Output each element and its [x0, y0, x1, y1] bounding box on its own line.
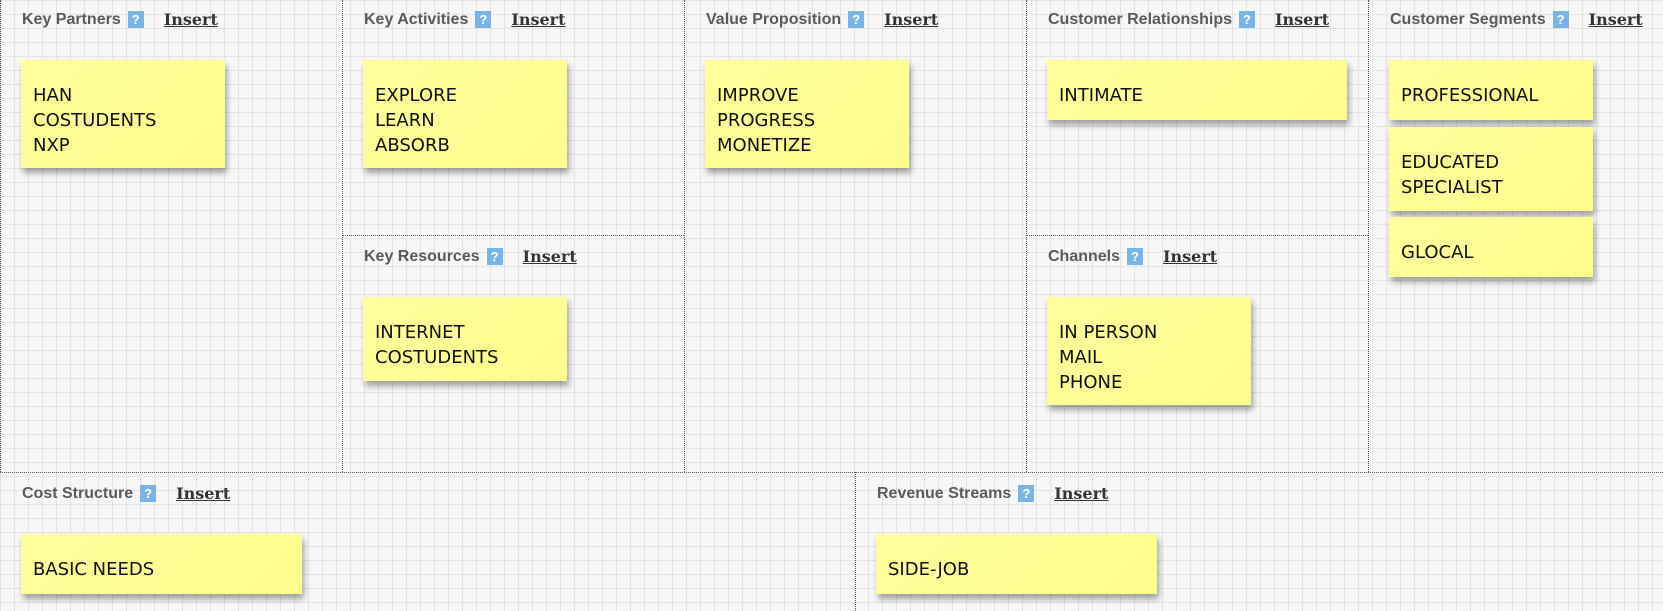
note-line: PROFESSIONAL [1401, 85, 1539, 106]
note-line: GLOCAL [1401, 242, 1474, 263]
note-line: INTERNET [375, 322, 465, 343]
sticky-note[interactable]: EXPLORE LEARN ABSORB [363, 60, 567, 168]
insert-link[interactable]: Insert [1275, 10, 1330, 29]
note-line: MAIL [1059, 347, 1103, 368]
sticky-note[interactable]: INTIMATE [1047, 60, 1347, 120]
note-line: EXPLORE [375, 85, 457, 106]
value-proposition-section: Value Proposition ? Insert IMPROVE PROGR… [684, 0, 1026, 472]
divider [855, 472, 856, 611]
divider [684, 0, 685, 472]
section-header: Value Proposition ? Insert [706, 10, 938, 29]
key-partners-section: Key Partners ? Insert HAN COSTUDENTS NXP [0, 0, 342, 472]
insert-link[interactable]: Insert [884, 10, 939, 29]
insert-link[interactable]: Insert [1588, 10, 1643, 29]
divider [342, 0, 343, 472]
note-line: ABSORB [375, 135, 450, 156]
divider [0, 0, 1, 472]
help-icon[interactable]: ? [1127, 248, 1144, 265]
section-title: Key Activities [364, 10, 469, 28]
customer-relationships-section: Customer Relationships ? Insert INTIMATE [1026, 0, 1368, 235]
insert-link[interactable]: Insert [1054, 484, 1109, 503]
help-icon[interactable]: ? [140, 485, 157, 502]
note-line: EDUCATED [1401, 152, 1500, 173]
note-line: NXP [33, 135, 70, 156]
section-header: Revenue Streams ? Insert [877, 484, 1108, 503]
note-line: COSTUDENTS [33, 110, 157, 131]
divider [1368, 0, 1369, 472]
section-header: Cost Structure ? Insert [22, 484, 230, 503]
help-icon[interactable]: ? [486, 248, 503, 265]
section-header: Customer Segments ? Insert [1390, 10, 1643, 29]
help-icon[interactable]: ? [1239, 11, 1256, 28]
sticky-note[interactable]: GLOCAL [1389, 217, 1593, 277]
section-title: Customer Relationships [1048, 10, 1233, 28]
key-activities-section: Key Activities ? Insert EXPLORE LEARN AB… [342, 0, 684, 235]
section-header: Key Activities ? Insert [364, 10, 565, 29]
sticky-note[interactable]: INTERNET COSTUDENTS [363, 297, 567, 381]
section-title: Channels [1048, 247, 1121, 265]
section-title: Key Resources [364, 247, 480, 265]
section-title: Key Partners [22, 10, 121, 28]
section-header: Key Resources ? Insert [364, 247, 577, 266]
note-line: SPECIALIST [1401, 177, 1503, 198]
divider [1026, 0, 1027, 472]
divider [342, 235, 684, 236]
note-line: SIDE-JOB [888, 559, 970, 580]
note-line: BASIC NEEDS [33, 559, 155, 580]
note-line: LEARN [375, 110, 435, 131]
insert-link[interactable]: Insert [1163, 247, 1218, 266]
divider [1026, 235, 1368, 236]
sticky-note[interactable]: IN PERSON MAIL PHONE [1047, 297, 1251, 405]
note-line: MONETIZE [717, 135, 812, 156]
section-header: Channels ? Insert [1048, 247, 1217, 266]
help-icon[interactable]: ? [475, 11, 492, 28]
section-header: Customer Relationships ? Insert [1048, 10, 1329, 29]
divider [0, 472, 1663, 473]
note-line: INTIMATE [1059, 85, 1143, 106]
revenue-streams-section: Revenue Streams ? Insert SIDE-JOB [855, 474, 1663, 611]
section-title: Customer Segments [1390, 10, 1546, 28]
help-icon[interactable]: ? [848, 11, 865, 28]
note-line: HAN [33, 85, 73, 106]
note-line: PROGRESS [717, 110, 816, 131]
sticky-note[interactable]: EDUCATED SPECIALIST [1389, 127, 1593, 211]
note-line: COSTUDENTS [375, 347, 499, 368]
help-icon[interactable]: ? [127, 11, 144, 28]
help-icon[interactable]: ? [1552, 11, 1569, 28]
sticky-note[interactable]: HAN COSTUDENTS NXP [21, 60, 225, 168]
key-resources-section: Key Resources ? Insert INTERNET COSTUDEN… [342, 237, 684, 472]
cost-structure-section: Cost Structure ? Insert BASIC NEEDS [0, 474, 855, 611]
sticky-note[interactable]: IMPROVE PROGRESS MONETIZE [705, 60, 909, 168]
note-line: PHONE [1059, 372, 1123, 393]
insert-link[interactable]: Insert [163, 10, 218, 29]
note-line: IN PERSON [1059, 322, 1158, 343]
section-title: Value Proposition [706, 10, 842, 28]
help-icon[interactable]: ? [1018, 485, 1035, 502]
sticky-note[interactable]: BASIC NEEDS [21, 534, 302, 594]
customer-segments-section: Customer Segments ? Insert PROFESSIONAL … [1368, 0, 1663, 472]
section-title: Cost Structure [22, 484, 134, 502]
section-title: Revenue Streams [877, 484, 1012, 502]
insert-link[interactable]: Insert [522, 247, 577, 266]
section-header: Key Partners ? Insert [22, 10, 218, 29]
sticky-note[interactable]: PROFESSIONAL [1389, 60, 1593, 120]
insert-link[interactable]: Insert [176, 484, 231, 503]
channels-section: Channels ? Insert IN PERSON MAIL PHONE [1026, 237, 1368, 472]
sticky-note[interactable]: SIDE-JOB [876, 534, 1157, 594]
insert-link[interactable]: Insert [511, 10, 566, 29]
note-line: IMPROVE [717, 85, 799, 106]
